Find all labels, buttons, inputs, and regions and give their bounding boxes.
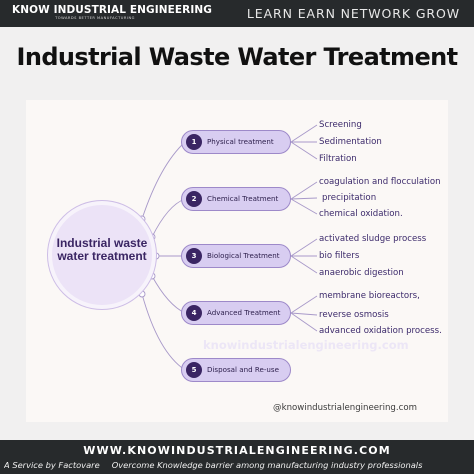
brand-name: KNOW INDUSTRIAL ENGINEERING — [12, 4, 212, 16]
top-banner: KNOW INDUSTRIAL ENGINEERING TOWARDS BETT… — [0, 0, 474, 27]
leaf-item: precipitation — [322, 193, 377, 203]
footer-banner: WWW.KNOWINDUSTRIALENGINEERING.COM A Serv… — [0, 440, 474, 474]
leaf-item: bio filters — [319, 251, 360, 261]
center-node-label: Industrial waste water treatment — [56, 236, 148, 263]
step-biological-treatment: 3 Biological Treatment — [181, 244, 291, 268]
fan-4-b — [290, 312, 318, 316]
leaf-item: anaerobic digestion — [319, 268, 404, 278]
footer-line: A Service by Factovare Overcome Knowledge… — [4, 460, 470, 470]
leaf-item: membrane bioreactors, — [319, 291, 420, 301]
center-node: Industrial waste water treatment — [48, 201, 156, 309]
fan-2-c — [290, 198, 318, 215]
leaf-item: Sedimentation — [319, 137, 382, 147]
step-label: Chemical Treatment — [207, 194, 279, 203]
leaf-item: chemical oxidation. — [319, 209, 403, 219]
step-label: Advanced Treatment — [207, 308, 281, 317]
step-number-badge: 2 — [186, 191, 202, 207]
fan-3-c — [290, 255, 318, 274]
slogan: LEARN EARN NETWORK GROW — [246, 6, 460, 21]
website-url: WWW.KNOWINDUSTRIALENGINEERING.COM — [83, 444, 391, 457]
step-number-badge: 1 — [186, 134, 202, 150]
hub-connector-4 — [151, 275, 186, 314]
hub-connector-1 — [141, 141, 186, 220]
step-physical-treatment: 1 Physical treatment — [181, 130, 291, 154]
fan-4-c — [290, 312, 318, 332]
fan-2-a — [290, 181, 318, 200]
leaf-item: Filtration — [319, 154, 357, 164]
leaf-item: coagulation and flocculation — [319, 177, 441, 187]
leaf-item: reverse osmosis — [319, 310, 389, 320]
fan-2-b — [290, 197, 318, 200]
fan-1-c — [290, 141, 318, 160]
footer-motto: Overcome Knowledge barrier among manufac… — [111, 460, 423, 470]
watermark-text: knowindustrialengineering.com — [203, 338, 409, 352]
page-title: Industrial Waste Water Treatment — [16, 43, 459, 71]
step-number-badge: 4 — [186, 305, 202, 321]
brand-tagline: TOWARDS BETTER MANUFACTURING — [55, 16, 135, 20]
leaf-item: Screening — [319, 120, 362, 130]
social-handle: @knowindustrialengineering.com — [273, 403, 417, 413]
step-chemical-treatment: 2 Chemical Treatment — [181, 187, 291, 211]
service-credit: A Service by Factovare — [4, 460, 100, 470]
hub-connector-2 — [151, 198, 186, 238]
brand-logo: KNOW INDUSTRIAL ENGINEERING TOWARDS BETT… — [12, 4, 212, 23]
fan-1-a — [290, 124, 318, 143]
step-advanced-treatment: 4 Advanced Treatment — [181, 301, 291, 325]
fan-3-a — [290, 238, 318, 257]
step-label: Physical treatment — [207, 137, 274, 146]
step-disposal-and-reuse: 5 Disposal and Re-use — [181, 358, 291, 382]
leaf-item: activated sludge process — [319, 234, 427, 244]
step-number-badge: 5 — [186, 362, 202, 378]
step-number-badge: 3 — [186, 248, 202, 264]
leaf-item: advanced oxidation process. — [319, 326, 442, 336]
step-label: Biological Treatment — [207, 251, 280, 260]
hub-connector-5 — [141, 293, 186, 371]
fan-4-a — [290, 295, 318, 314]
step-label: Disposal and Re-use — [207, 365, 279, 374]
